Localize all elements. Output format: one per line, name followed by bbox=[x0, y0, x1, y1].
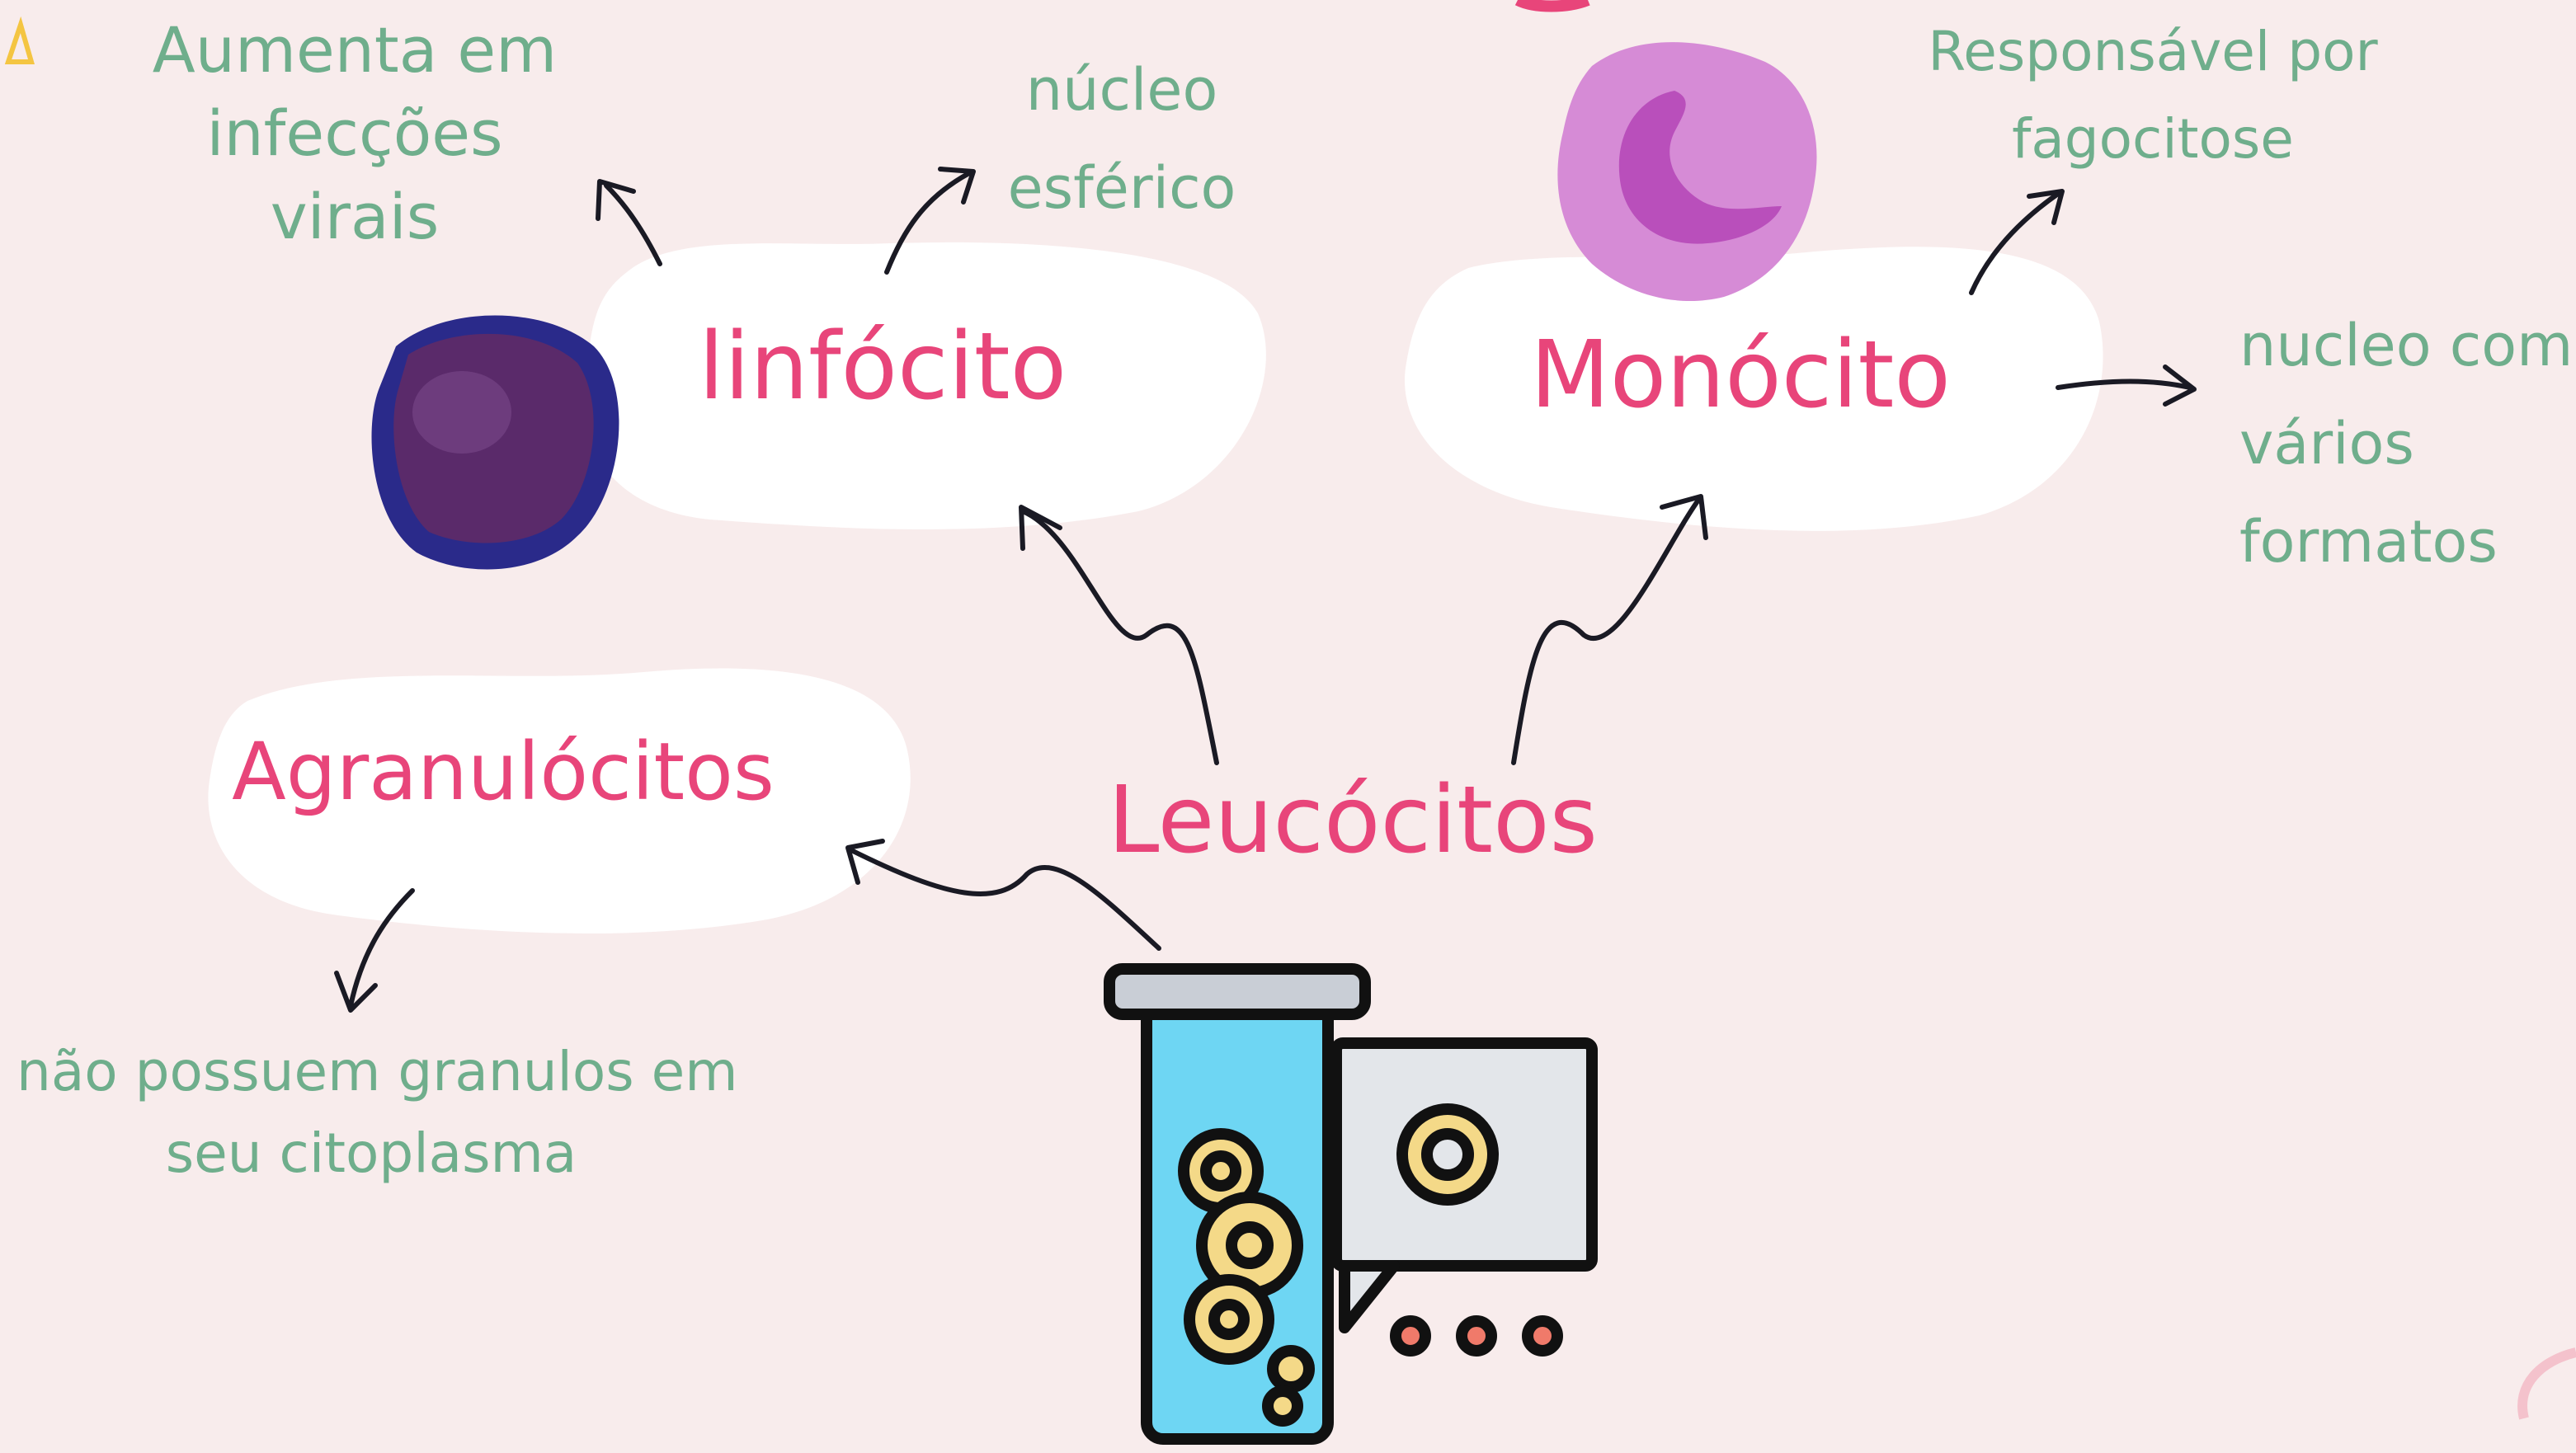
lymphocyte-cell-icon bbox=[371, 315, 619, 570]
arrowhead-agranulocitos-note bbox=[334, 971, 378, 1013]
arrowhead-monocito-fagocitose bbox=[2027, 189, 2065, 225]
arrowhead-linfocito bbox=[1019, 505, 1062, 551]
decor-mark-bottom-right bbox=[2517, 1347, 2576, 1420]
arrowhead-agranulocitos bbox=[845, 839, 885, 885]
node-agranulocitos: Agranulócitos bbox=[232, 726, 775, 818]
note-monocito-fagocitose: Responsável por fagocitose bbox=[1928, 20, 2378, 171]
arrowhead-monocito-nucleo bbox=[2163, 364, 2197, 407]
monocyte-cell-icon bbox=[1557, 42, 1817, 302]
arrow-linfocito-viral bbox=[604, 183, 662, 266]
arrow-agranulocitos-note bbox=[348, 888, 415, 1009]
node-leucocitos: Leucócitos bbox=[1108, 767, 1598, 874]
agranulocitos-bubble bbox=[208, 668, 911, 933]
note-linfocito-viral: Aumenta em infecções virais bbox=[152, 13, 558, 254]
note-monocito-nucleo: nucleo com vários formatos bbox=[2239, 312, 2574, 576]
note-agranulocitos-desc: não possuem granulos em seu citoplasma bbox=[16, 1040, 738, 1185]
monocito-bubble bbox=[1404, 247, 2103, 531]
decor-mark-top bbox=[1514, 0, 1590, 12]
arrow-to-monocito bbox=[1511, 496, 1702, 765]
arrow-to-linfocito bbox=[1020, 509, 1219, 765]
arrowhead-monocito bbox=[1660, 494, 1708, 540]
note-linfocito-nucleo: núcleo esférico bbox=[1007, 56, 1236, 222]
arrowhead-linfocito-viral bbox=[596, 179, 636, 221]
node-monocito: Monócito bbox=[1530, 322, 1951, 429]
decor-mark-top-left bbox=[4, 16, 35, 64]
node-linfocito: linfócito bbox=[698, 313, 1067, 421]
arrow-to-agranulocitos bbox=[847, 847, 1161, 951]
arrow-monocito-fagocitose bbox=[1969, 191, 2060, 295]
arrow-monocito-nucleo bbox=[2056, 379, 2192, 390]
test-tube-virus-icon bbox=[1104, 963, 1598, 1445]
arrowhead-linfocito-nucleo bbox=[938, 167, 976, 205]
arrow-linfocito-nucleo bbox=[884, 171, 972, 275]
linfocito-bubble bbox=[584, 242, 1266, 529]
